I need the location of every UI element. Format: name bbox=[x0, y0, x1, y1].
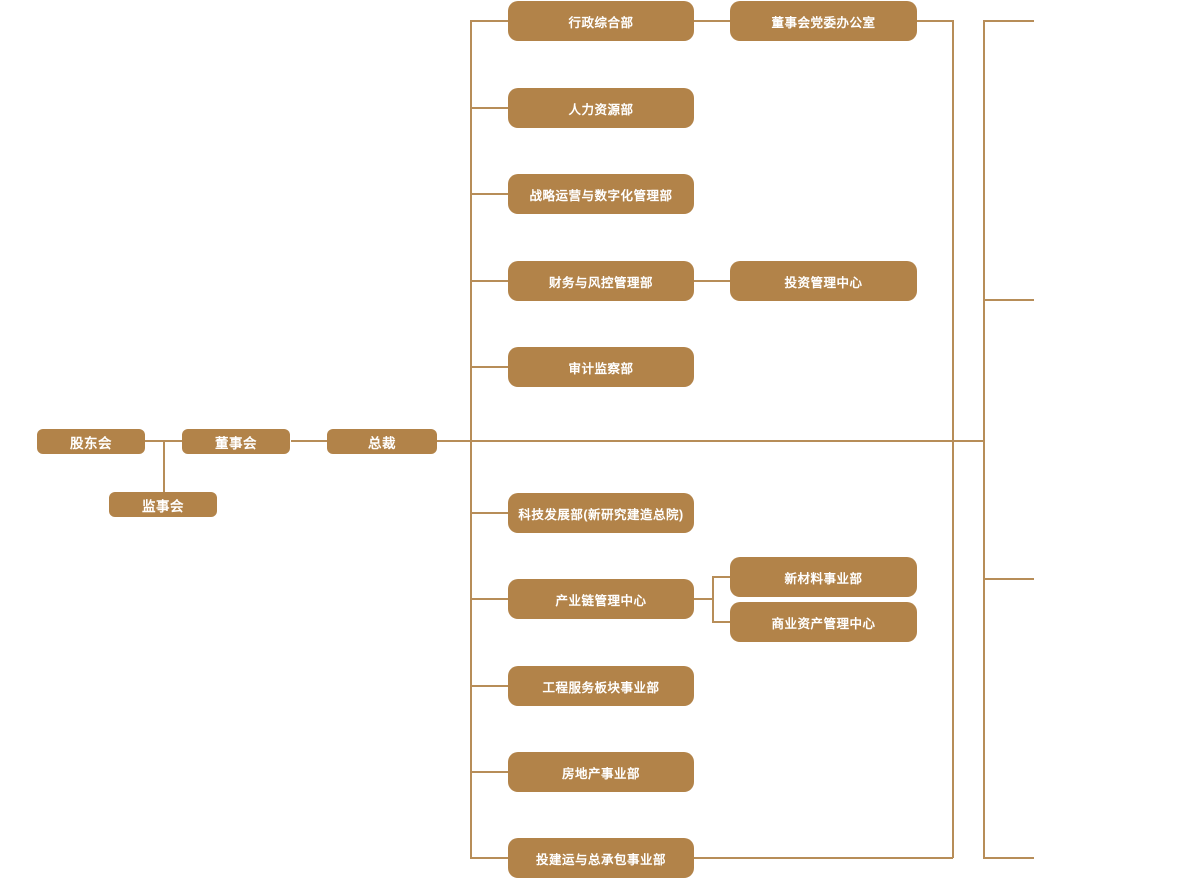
node-finance-risk: 财务与风控管理部 bbox=[508, 261, 694, 301]
stub-admin-general bbox=[470, 20, 508, 22]
stub-engineering-services bbox=[470, 685, 508, 687]
connector-party-office-bracket bbox=[917, 20, 953, 22]
node-industry-chain-center: 产业链管理中心 bbox=[508, 579, 694, 619]
node-new-materials: 新材料事业部 bbox=[730, 557, 917, 597]
node-tech-development: 科技发展部(新研究建造总院) bbox=[508, 493, 694, 533]
connector-drop-supervisory bbox=[163, 441, 165, 492]
connector-epc-bracket bbox=[694, 857, 953, 859]
stub-finance-risk bbox=[470, 280, 508, 282]
connector-chain-bracket bbox=[694, 598, 712, 600]
node-admin-general: 行政综合部 bbox=[508, 1, 694, 41]
node-commercial-assets: 商业资产管理中心 bbox=[730, 602, 917, 642]
connector-finance-investment bbox=[694, 280, 730, 282]
stub-offscreen-row1 bbox=[983, 20, 1034, 22]
node-party-committee-office: 董事会党委办公室 bbox=[730, 1, 917, 41]
stub-offscreen-row4 bbox=[983, 857, 1034, 859]
right-spine bbox=[983, 20, 985, 859]
stub-offscreen-row3 bbox=[983, 578, 1034, 580]
node-engineering-services: 工程服务板块事业部 bbox=[508, 666, 694, 706]
connector-board-president bbox=[291, 440, 327, 442]
inner-right-spine bbox=[952, 20, 954, 858]
node-human-resources: 人力资源部 bbox=[508, 88, 694, 128]
node-board-of-directors: 董事会 bbox=[182, 429, 290, 454]
node-supervisory-board: 监事会 bbox=[109, 492, 217, 517]
node-shareholders: 股东会 bbox=[37, 429, 145, 454]
stub-industry-chain bbox=[470, 598, 508, 600]
bracket-chain-children bbox=[712, 576, 714, 622]
stub-investment-construction bbox=[470, 857, 508, 859]
node-audit-supervision: 审计监察部 bbox=[508, 347, 694, 387]
node-investment-center: 投资管理中心 bbox=[730, 261, 917, 301]
stub-strategy-digital bbox=[470, 193, 508, 195]
stub-audit-supervision bbox=[470, 366, 508, 368]
node-strategy-digital: 战略运营与数字化管理部 bbox=[508, 174, 694, 214]
connector-admin-party-office bbox=[694, 20, 730, 22]
stub-human-resources bbox=[470, 107, 508, 109]
connector-chain-commercial bbox=[712, 621, 730, 623]
stub-tech-development bbox=[470, 512, 508, 514]
department-spine bbox=[470, 20, 472, 858]
stub-offscreen-row2 bbox=[983, 299, 1034, 301]
node-president: 总裁 bbox=[327, 429, 437, 454]
connector-shareholders-board bbox=[145, 440, 182, 442]
connector-chain-materials bbox=[712, 576, 730, 578]
node-real-estate: 房地产事业部 bbox=[508, 752, 694, 792]
stub-real-estate bbox=[470, 771, 508, 773]
node-investment-construction-epc: 投建运与总承包事业部 bbox=[508, 838, 694, 878]
connector-president-trunk bbox=[437, 440, 984, 442]
